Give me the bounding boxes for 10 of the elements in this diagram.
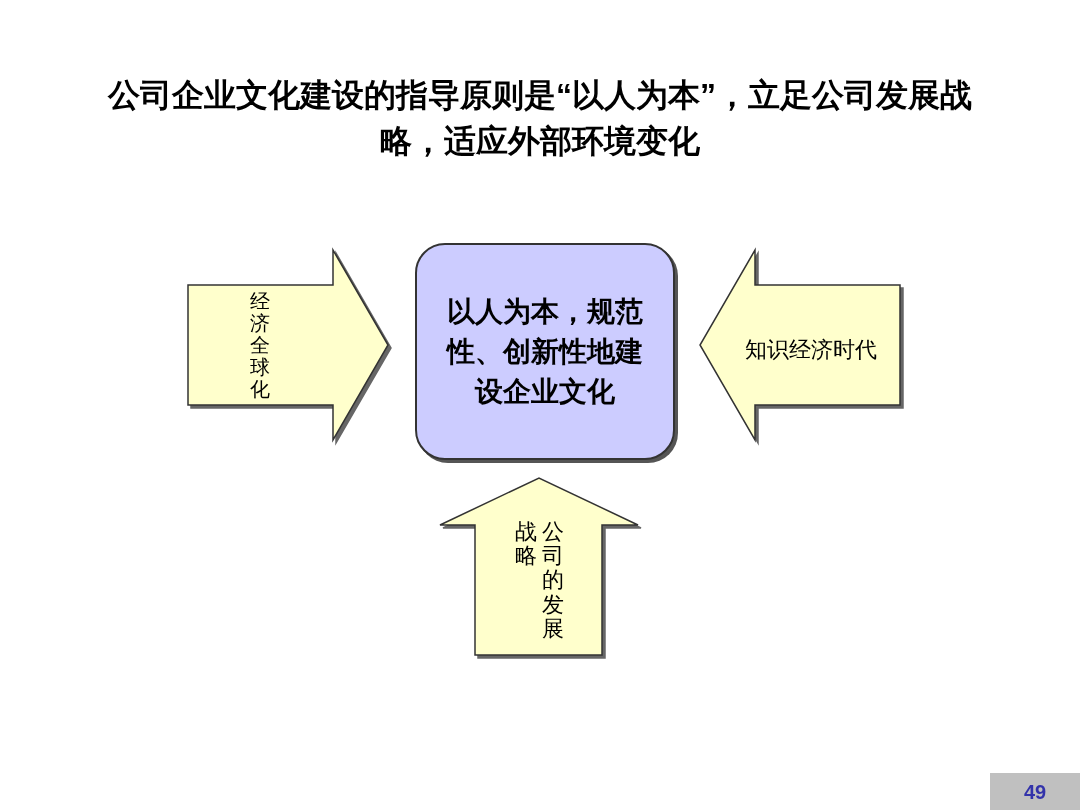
box-text: 以人为本，规范性、创新性地建设企业文化 — [445, 294, 644, 409]
block-arrow — [700, 250, 900, 440]
slide-title: 公司企业文化建设的指导原则是“以人为本”，立足公司发展战略，适应外部环境变化 — [106, 76, 973, 161]
block-arrow — [188, 250, 388, 440]
arrow-text: 公司的发展战略 — [514, 520, 564, 641]
page-number: 49 — [990, 773, 1080, 810]
arrow-text: 知识经济时代 — [745, 336, 877, 364]
rounded-box — [415, 243, 675, 460]
block-arrow — [440, 478, 638, 655]
arrow-text: 经济全球化 — [250, 290, 270, 400]
